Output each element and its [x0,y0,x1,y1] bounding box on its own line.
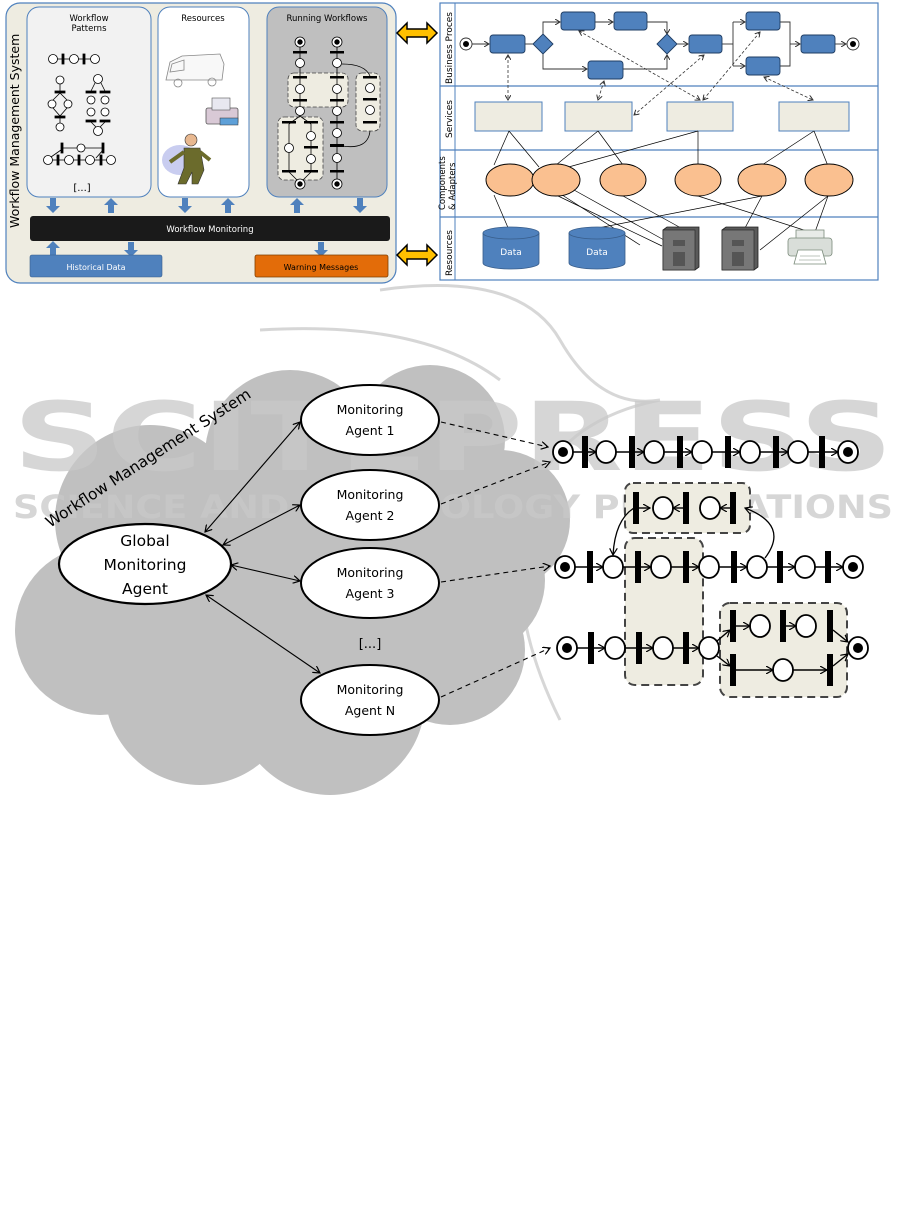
agent-3-line1: Monitoring [337,565,404,580]
patterns-more: [...] [73,183,90,194]
service-boxes [474,101,850,132]
architecture-panel: Business Proces Services Components & Ad… [438,2,879,281]
pattern-sequence [48,53,100,65]
monitoring-agent-3: Monitoring Agent 3 [300,547,440,619]
printer-icon [787,229,833,265]
monitoring-bar-label: Workflow Monitoring [166,225,253,235]
data-label-1: Data [500,248,522,258]
loop-arc [745,508,775,559]
transition [780,610,786,642]
place [749,614,771,638]
place [772,658,794,682]
mapping-arrows [508,31,813,115]
place [787,440,809,464]
agent-1-line1: Monitoring [337,402,404,417]
agent-to-workflow-links [440,421,550,698]
agents-ellipsis: [...] [359,637,382,652]
patterns-title-1: Workflow [69,14,108,24]
wfms-panel: Workflow Management System Workflow Patt… [5,2,397,284]
arc [716,630,730,642]
watermark-line1: SCITEPRESS [13,383,893,493]
place [652,636,674,660]
lane-business-process: Business Proces [445,12,455,84]
historical-data-box [29,254,163,278]
data-label-2: Data [586,248,608,258]
server-icon [662,226,700,271]
historical-data-label: Historical Data [66,263,125,272]
transition [827,654,833,686]
agent-3-line2: Agent 3 [346,586,395,601]
database-icon: Data [568,226,626,270]
transition [730,610,736,642]
panel-arrows [46,198,367,257]
place [650,555,672,579]
token [562,643,572,653]
arc [716,655,730,666]
global-monitoring-agent: Global Monitoring Agent [57,522,233,606]
lane-services: Services [445,100,455,138]
lane-components: Components [438,156,448,210]
token [848,562,858,572]
place [795,614,817,638]
agent-links [205,422,320,673]
watermark-line2: SCIENCE AND TECHNOLOGY PUBLICATIONS [13,488,893,526]
warning-messages-box [254,254,389,278]
place [746,555,768,579]
agent-2-line1: Monitoring [337,487,404,502]
pattern-xor [47,75,73,132]
global-agent-line2: Monitoring [104,556,187,574]
wfms-side-label: Workflow Management System [7,34,22,228]
place [691,440,713,464]
warning-messages-label: Warning Messages [284,263,359,272]
arc [832,654,848,667]
global-agent-line1: Global [120,532,169,550]
van-icon [165,53,225,88]
place [643,440,665,464]
monitoring-agent-2: Monitoring Agent 2 [300,469,440,541]
transition [827,610,833,642]
petri-nets [552,436,869,686]
place [652,496,674,520]
running-petri-nets [277,36,381,190]
place [698,636,720,660]
token [558,447,568,457]
double-arrow-icon [395,21,439,267]
place [604,636,626,660]
place [595,440,617,464]
database-icon: Data [482,226,540,270]
server-icon [721,226,759,271]
monitoring-bar [30,216,390,241]
place [739,440,761,464]
loop-arc [613,507,635,555]
service-component-links [493,130,829,169]
agent-n-line1: Monitoring [337,682,404,697]
place [794,555,816,579]
arc [832,629,848,642]
component-resource-links [493,189,829,251]
monitoring-agent-1: Monitoring Agent 1 [300,384,440,456]
agent-n-line2: Agent N [345,703,395,718]
token [843,447,853,457]
agent-2-line2: Agent 2 [346,508,395,523]
resources-title: Resources [181,14,225,24]
transition [730,654,736,686]
lane-adapters: & Adapters [448,162,458,210]
agent-1-line2: Agent 1 [346,423,395,438]
pattern-loop [43,142,116,166]
monitoring-agent-n: Monitoring Agent N [300,664,440,736]
component-ellipses [485,163,854,197]
global-agent-line3: Agent [122,580,168,598]
printer-icon [205,97,239,126]
place [698,555,720,579]
token [853,643,863,653]
token [560,562,570,572]
pattern-and [85,74,111,136]
patterns-title-2: Patterns [71,24,107,34]
lane-resources: Resources [445,230,455,276]
place [602,555,624,579]
running-title: Running Workflows [287,14,369,24]
place [699,496,721,520]
worker-icon [162,133,212,185]
